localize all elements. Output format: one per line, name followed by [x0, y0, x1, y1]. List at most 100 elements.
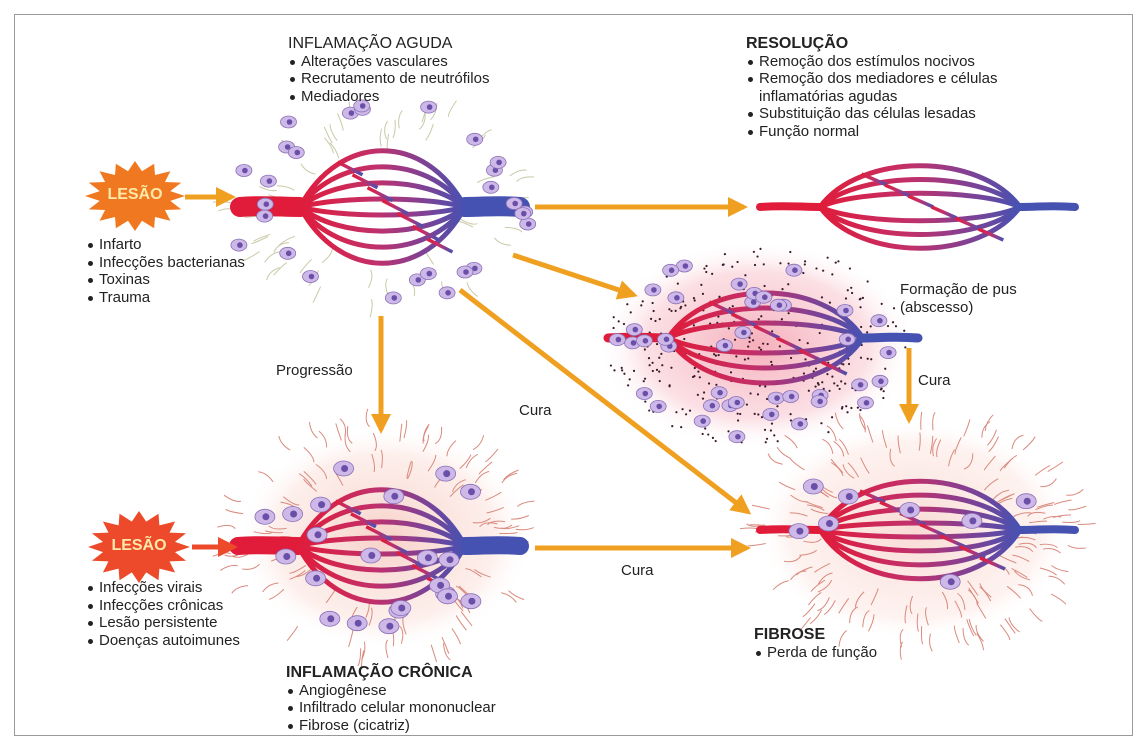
pus-particle	[828, 390, 830, 392]
pus-particle	[613, 369, 615, 371]
macrophage-cell-icon	[461, 594, 481, 609]
pus-particle	[659, 318, 661, 320]
fiber-strand	[338, 113, 344, 130]
list-item: Remoção dos estímulos nocivos	[746, 53, 997, 71]
neutrophil-cell-icon	[483, 181, 499, 193]
pus-particle	[658, 371, 660, 373]
fiber-strand	[322, 248, 333, 263]
pus-particle	[766, 438, 768, 440]
pus-particle	[779, 345, 781, 347]
pus-particle	[850, 287, 852, 289]
pus-particle	[700, 284, 702, 286]
pus-particle	[904, 346, 906, 348]
pus-cell-icon	[880, 347, 896, 359]
pus-particle	[827, 257, 829, 259]
resolution-title: RESOLUÇÃO	[746, 35, 997, 53]
chronic-list: Angiogênese Infiltrado celular mononucle…	[286, 682, 496, 735]
pus-particle	[746, 403, 748, 405]
macrophage-cell-icon	[276, 549, 296, 564]
fiber-strand	[1051, 594, 1066, 604]
fibroblast-cell-icon	[789, 524, 809, 539]
acute-title: INFLAMAÇÃO AGUDA	[288, 35, 489, 53]
list-item: Recrutamento de neutrófilos	[288, 70, 489, 88]
fiber-strand	[330, 124, 337, 141]
injury-bottom-label: LESÃO	[94, 537, 184, 555]
macrophage-cell-icon	[439, 552, 459, 567]
fiber-strand	[426, 124, 434, 140]
neutrophil-cell-icon	[257, 210, 273, 222]
fiber-strand	[977, 634, 984, 651]
pus-particle	[704, 427, 706, 429]
pus-particle	[773, 434, 775, 436]
fiber-strand	[768, 454, 783, 465]
resolution-vessels-icon	[760, 166, 1075, 249]
fiber-strand	[226, 509, 244, 513]
injury-top-label: LESÃO	[90, 186, 180, 204]
pus-particle	[618, 320, 620, 322]
pus-particle	[669, 384, 671, 386]
pus-particle	[819, 332, 821, 334]
fiber-strand	[277, 186, 294, 191]
neutrophil-cell-icon	[280, 247, 296, 259]
pus-particle	[626, 303, 628, 305]
pus-particle	[675, 411, 677, 413]
fibrosis-section: FIBROSE Perda de função	[754, 626, 877, 661]
neutrophil-cell-icon	[385, 292, 401, 304]
pus-particle	[661, 364, 663, 366]
pus-particle	[656, 343, 658, 345]
pus-particle	[652, 370, 654, 372]
pus-particle	[862, 297, 864, 299]
list-item: Fibrose (cicatriz)	[286, 717, 496, 735]
pus-particle	[651, 362, 653, 364]
neutrophil-cell-icon	[281, 116, 297, 128]
fiber-strand	[985, 415, 993, 431]
pus-particle	[790, 419, 792, 421]
list-item: Infecções bacterianas	[86, 254, 245, 272]
list-item: Infecções crônicas	[86, 597, 240, 615]
fiber-strand	[494, 238, 511, 245]
fibroblast-cell-icon	[962, 513, 982, 528]
pus-particle	[623, 323, 625, 325]
pus-particle	[822, 270, 824, 272]
pus-particle	[814, 385, 816, 387]
pus-particle	[685, 413, 687, 415]
chronic-section: INFLAMAÇÃO CRÔNICA Angiogênese Infiltrad…	[286, 664, 496, 734]
pus-cell-icon	[756, 291, 772, 303]
pus-cell-icon	[658, 333, 674, 345]
pus-particle	[642, 300, 644, 302]
pus-particle	[903, 330, 905, 332]
pus-particle	[656, 369, 658, 371]
pus-particle	[702, 433, 704, 435]
pus-particle	[857, 407, 859, 409]
fiber-strand	[244, 251, 260, 260]
fiber-strand	[279, 436, 290, 450]
pus-line-1: Formação de pus	[900, 281, 1017, 299]
pus-particle	[821, 381, 823, 383]
list-item-continuation: inflamatórias agudas	[746, 88, 997, 106]
pus-particle	[659, 380, 661, 382]
fiber-strand	[1069, 506, 1087, 510]
pus-particle	[762, 343, 764, 345]
pus-particle	[644, 378, 646, 380]
pus-particle	[841, 406, 843, 408]
pus-particle	[860, 357, 862, 359]
macrophage-cell-icon	[283, 507, 303, 522]
pus-particle	[831, 416, 833, 418]
pus-particle	[829, 302, 831, 304]
list-item: Infarto	[86, 236, 245, 254]
pus-particle	[764, 385, 766, 387]
pus-particle	[711, 273, 713, 275]
pus-particle	[821, 296, 823, 298]
neutrophil-cell-icon	[236, 165, 252, 177]
pus-particle	[643, 380, 645, 382]
pus-particle	[817, 382, 819, 384]
pus-particle	[730, 371, 732, 373]
pus-particle	[804, 260, 806, 262]
pus-particle	[771, 423, 773, 425]
acute-vessels-icon	[240, 151, 520, 264]
pus-particle	[653, 310, 655, 312]
pus-particle	[844, 383, 846, 385]
pus-cell-icon	[839, 333, 855, 345]
pus-particle	[675, 310, 677, 312]
pus-particle	[787, 283, 789, 285]
